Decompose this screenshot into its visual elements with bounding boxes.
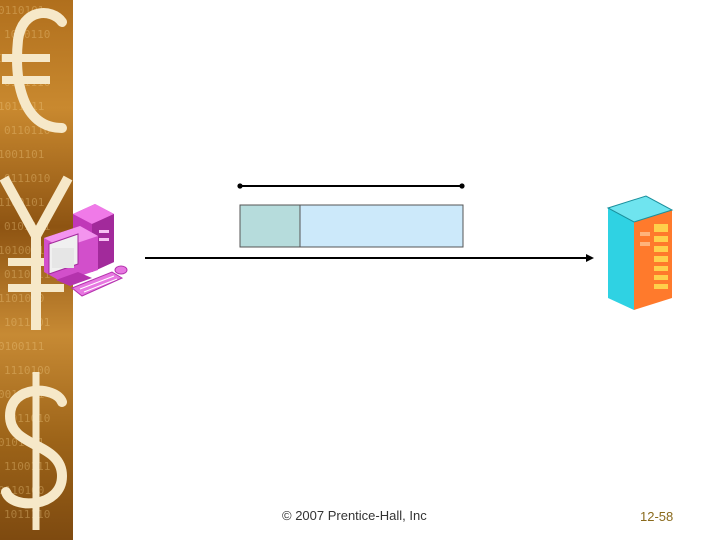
copyright-text: © 2007 Prentice-Hall, Inc xyxy=(282,508,427,523)
segment-header-box xyxy=(239,204,301,248)
binary-digits-text: 0111010 xyxy=(4,172,50,185)
yen-symbol-icon xyxy=(0,175,73,330)
euro-symbol-icon xyxy=(2,8,67,133)
desktop-computer-icon xyxy=(44,204,128,297)
binary-digits-text: 0110110 xyxy=(4,124,50,137)
message-segment xyxy=(239,204,464,248)
binary-digits-text: 1001101 xyxy=(0,148,44,161)
binary-digits-text: 0100111 xyxy=(0,340,44,353)
currency-sidebar-art: 0110101101011011010010101110101101101101… xyxy=(0,4,73,530)
segment-data-box xyxy=(299,204,464,248)
connection-arrow xyxy=(145,254,594,262)
span-indicator-line xyxy=(237,183,465,189)
dollar-symbol-icon xyxy=(1,372,68,530)
slide-number: 12-58 xyxy=(640,509,674,524)
server-tower-icon xyxy=(606,195,674,310)
